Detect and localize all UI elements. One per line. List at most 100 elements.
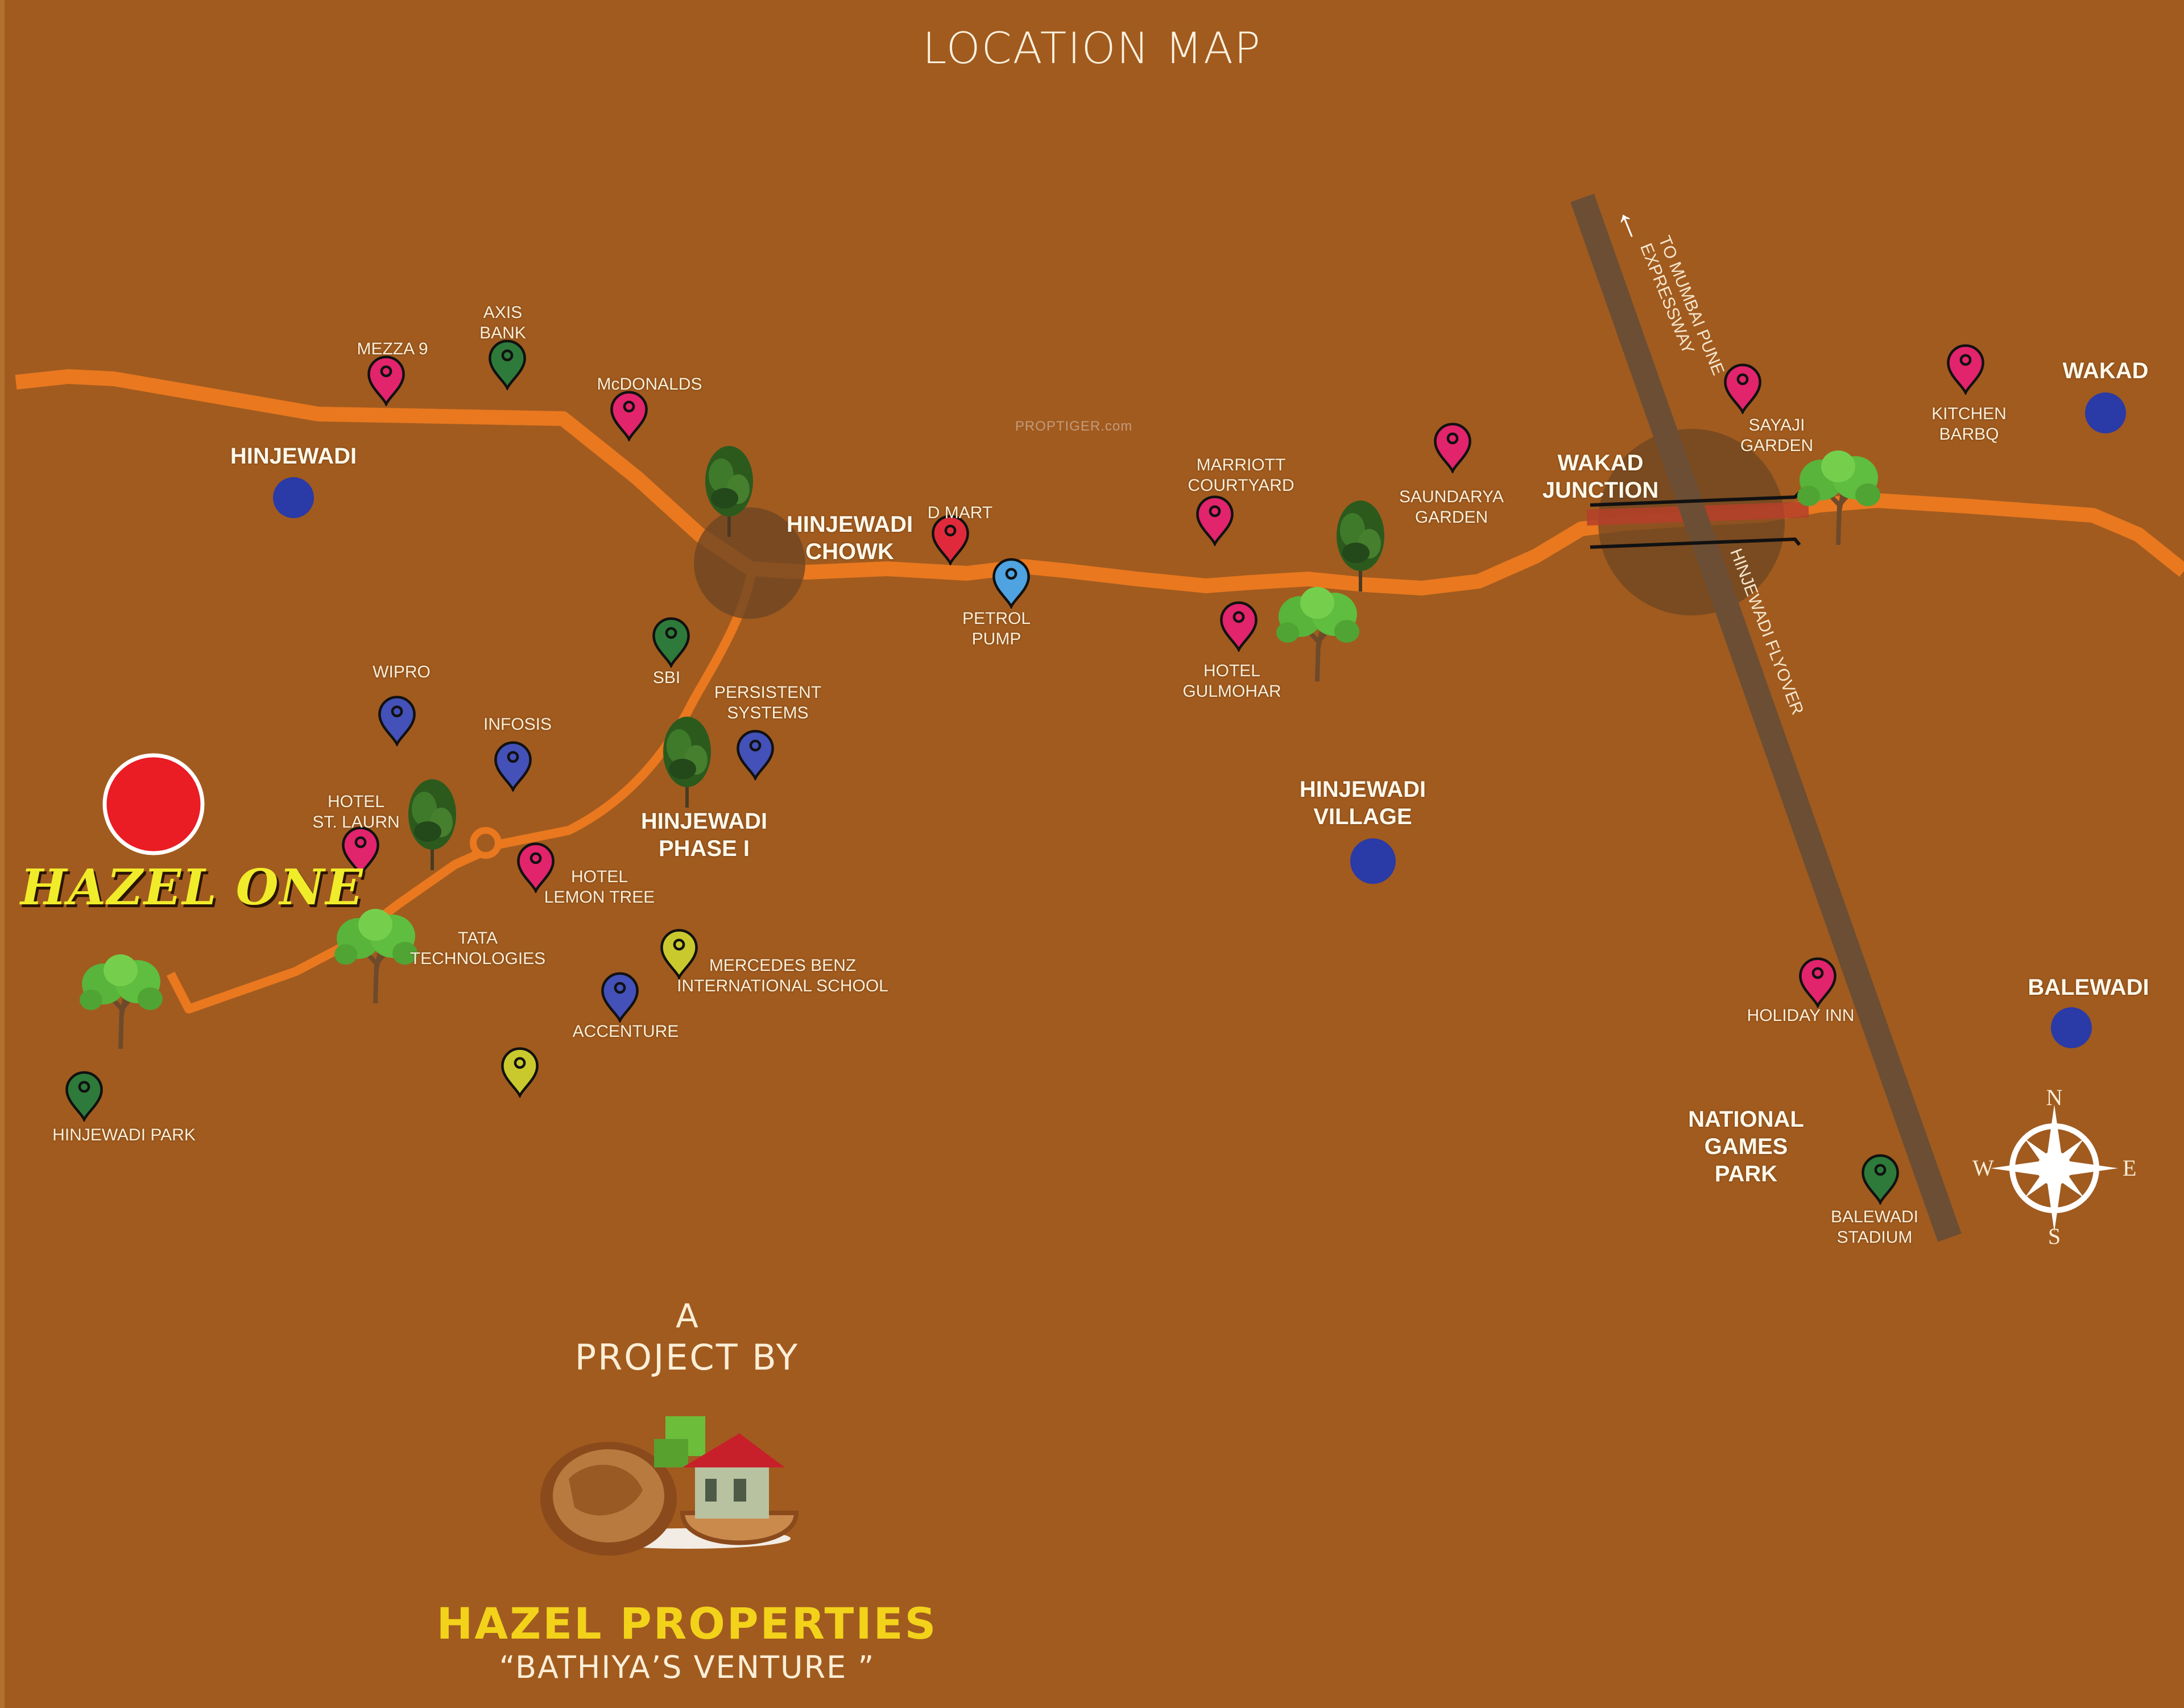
roundabout bbox=[470, 827, 502, 859]
label-line: SYSTEMS bbox=[727, 704, 809, 722]
label-line: PERSISTENT bbox=[714, 683, 822, 702]
label-line: SAYAJI bbox=[1748, 416, 1805, 435]
pin-holiday-inn[interactable] bbox=[1800, 959, 1835, 1006]
pin-unlabeled-yellow[interactable] bbox=[502, 1049, 537, 1096]
company-name: HAZEL PROPERTIES bbox=[436, 1598, 938, 1649]
label-line: TATA bbox=[458, 929, 498, 948]
main-road bbox=[15, 369, 2184, 595]
label-line: HOTEL bbox=[1203, 661, 1261, 680]
label-line: HOTEL bbox=[327, 792, 385, 811]
label-line: BANK bbox=[479, 324, 526, 342]
label-line: LEMON TREE bbox=[544, 888, 655, 907]
project-by-line-2: PROJECT BY bbox=[574, 1337, 800, 1378]
pin-hinjewadi-park[interactable] bbox=[67, 1073, 101, 1120]
pin-mcdonalds[interactable] bbox=[611, 392, 646, 440]
compass-icon bbox=[1991, 1105, 2118, 1232]
label-accenture: ACCENTURE bbox=[572, 1022, 679, 1041]
area-dot-hinjewadi[interactable] bbox=[273, 477, 314, 518]
project-name: HAZEL ONE bbox=[20, 859, 364, 916]
label-balewadi-stadium: BALEWADI STADIUM bbox=[1831, 1207, 1918, 1248]
area-dot-wakad[interactable] bbox=[2085, 392, 2126, 433]
watermark: PROPTIGER.com bbox=[1015, 419, 1133, 434]
label-line: SAUNDARYA bbox=[1399, 487, 1504, 506]
label-mcdonalds: McDONALDS bbox=[597, 375, 702, 394]
label-mercedes-benz-school: MERCEDES BENZ INTERNATIONAL SCHOOL bbox=[677, 956, 888, 996]
label-line: VILLAGE bbox=[1313, 804, 1412, 829]
area-label-balewadi: BALEWADI bbox=[2028, 975, 2149, 1000]
pin-saundarya-garden[interactable] bbox=[1435, 424, 1470, 472]
label-line: NATIONAL bbox=[1688, 1107, 1804, 1132]
label-line: CHOWK bbox=[805, 539, 894, 564]
label-line: STADIUM bbox=[1836, 1228, 1913, 1247]
hazel-properties-logo bbox=[540, 1416, 799, 1556]
label-wakad-junction: WAKAD JUNCTION bbox=[1542, 449, 1658, 504]
pin-petrol-pump[interactable] bbox=[994, 560, 1028, 607]
label-wipro: WIPRO bbox=[373, 663, 431, 681]
label-hinjewadi-phase-1: HINJEWADI PHASE I bbox=[641, 808, 767, 862]
label-line: GARDEN bbox=[1740, 436, 1814, 455]
label-mezza-9: MEZZA 9 bbox=[357, 340, 428, 358]
label-national-games-park: NATIONAL GAMES PARK bbox=[1688, 1106, 1804, 1188]
label-infosis: INFOSIS bbox=[483, 715, 552, 734]
left-border bbox=[0, 0, 5, 1708]
compass-north: N bbox=[2046, 1085, 2063, 1110]
label-holiday-inn: HOLIDAY INN bbox=[1747, 1006, 1855, 1025]
pin-hotel-gulmohar[interactable] bbox=[1221, 603, 1256, 650]
area-label-hinjewadi: HINJEWADI bbox=[230, 444, 357, 469]
pin-balewadi-stadium[interactable] bbox=[1863, 1156, 1897, 1203]
label-line: GARDEN bbox=[1414, 508, 1488, 527]
pin-persistent-systems[interactable] bbox=[738, 731, 772, 779]
area-dots bbox=[273, 392, 2126, 1048]
label-line: GAMES bbox=[1704, 1134, 1788, 1159]
label-line: PUMP bbox=[971, 630, 1021, 648]
pin-d-mart[interactable] bbox=[933, 516, 967, 564]
label-line: PHASE I bbox=[658, 836, 750, 861]
hinjewadi-chowk-junction bbox=[694, 507, 805, 619]
label-line: MERCEDES BENZ bbox=[709, 956, 857, 975]
label-line: BALEWADI bbox=[1831, 1207, 1918, 1226]
pin-sbi[interactable] bbox=[653, 619, 688, 666]
label-persistent-systems: PERSISTENT SYSTEMS bbox=[714, 683, 821, 723]
pin-marriott-courtyard[interactable] bbox=[1197, 497, 1232, 544]
area-dot-hinjewadi-village[interactable] bbox=[1350, 838, 1396, 884]
label-axis-bank: AXIS BANK bbox=[479, 303, 526, 344]
project-by-line-1: A bbox=[676, 1297, 698, 1335]
hinjewadi-flyover bbox=[1570, 193, 1962, 1242]
label-line: INTERNATIONAL SCHOOL bbox=[677, 977, 888, 995]
label-line: JUNCTION bbox=[1542, 478, 1659, 503]
label-line: ST. LAURN bbox=[312, 813, 400, 832]
pin-mezza-9[interactable] bbox=[369, 357, 403, 404]
area-dot-balewadi[interactable] bbox=[2051, 1007, 2092, 1048]
pin-accenture[interactable] bbox=[602, 974, 637, 1021]
page-title: LOCATION MAP bbox=[923, 23, 1261, 73]
area-label-hinjewadi-village: HINJEWADI VILLAGE bbox=[1300, 776, 1426, 830]
hazel-one-marker[interactable] bbox=[102, 753, 205, 855]
compass-south: S bbox=[2048, 1223, 2061, 1249]
label-line: HINJEWADI bbox=[1299, 777, 1426, 802]
label-hotel-gulmohar: HOTEL GULMOHAR bbox=[1182, 661, 1281, 702]
pin-infosis[interactable] bbox=[495, 743, 530, 790]
pin-wipro[interactable] bbox=[379, 697, 414, 745]
label-hinjewadi-chowk: HINJEWADI CHOWK bbox=[787, 511, 913, 565]
label-line: BARBQ bbox=[1939, 425, 1999, 444]
label-hinjewadi-park: HINJEWADI PARK bbox=[52, 1126, 196, 1144]
label-line: TECHNOLOGIES bbox=[410, 949, 546, 968]
pin-kitchen-barbq[interactable] bbox=[1948, 346, 1983, 393]
label-line: WAKAD bbox=[1557, 450, 1644, 475]
compass-west: W bbox=[1972, 1155, 1994, 1181]
label-line: PARK bbox=[1714, 1161, 1778, 1186]
pin-axis-bank[interactable] bbox=[490, 341, 524, 388]
label-line: HINJEWADI bbox=[640, 809, 768, 834]
area-label-wakad: WAKAD bbox=[2062, 358, 2149, 383]
label-line: AXIS bbox=[483, 303, 523, 322]
label-d-mart: D MART bbox=[927, 503, 993, 522]
pin-sayaji-garden[interactable] bbox=[1725, 365, 1760, 412]
label-line: GULMOHAR bbox=[1182, 682, 1281, 701]
label-line: COURTYARD bbox=[1188, 476, 1294, 495]
